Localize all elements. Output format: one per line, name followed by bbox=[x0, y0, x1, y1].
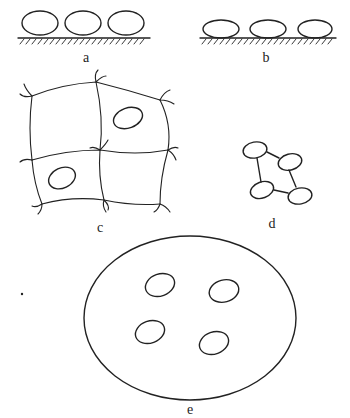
connected-cells bbox=[242, 140, 313, 206]
panel-letter: b bbox=[263, 51, 270, 65]
columnar-cells bbox=[18, 11, 150, 44]
panel-letter: a bbox=[83, 51, 89, 65]
speck bbox=[21, 293, 23, 295]
cell-network bbox=[20, 70, 178, 214]
panel-letter: d bbox=[269, 217, 276, 231]
enclosed-cells bbox=[84, 236, 296, 400]
flat-cells bbox=[200, 20, 336, 44]
panel-letter: c bbox=[97, 221, 103, 235]
panel-letter: e bbox=[187, 403, 193, 417]
